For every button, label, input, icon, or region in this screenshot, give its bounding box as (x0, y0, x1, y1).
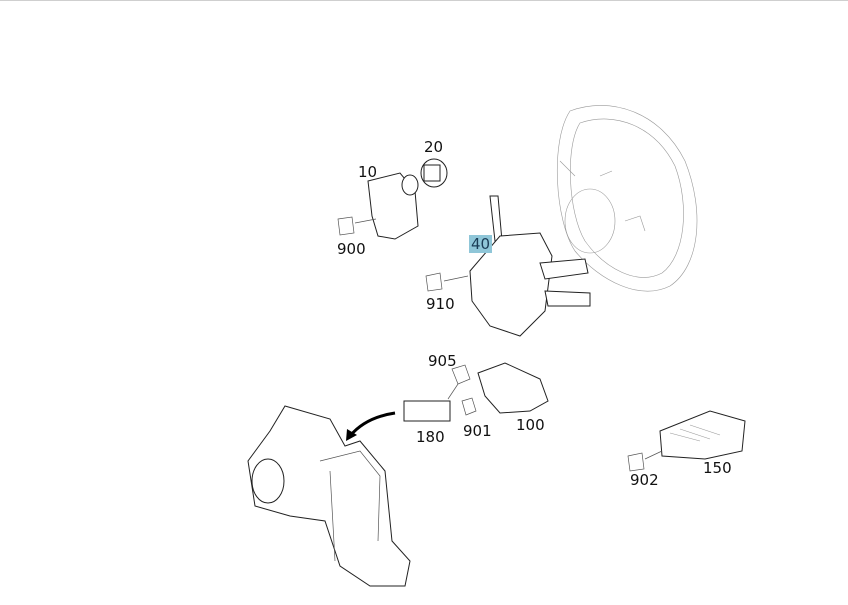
callout-10[interactable]: 10 (358, 163, 378, 181)
callout-40-highlighted[interactable]: 40 (469, 235, 493, 253)
callout-905[interactable]: 905 (428, 352, 457, 370)
part-20-drawing (420, 158, 448, 188)
part-150-drawing (627, 410, 746, 472)
bracket-assembly-drawing (247, 405, 411, 587)
steering-wheel-drawing (557, 105, 698, 292)
callout-100[interactable]: 100 (516, 416, 545, 434)
callout-900[interactable]: 900 (337, 240, 366, 258)
part-40-drawing (425, 195, 591, 337)
callout-180[interactable]: 180 (416, 428, 445, 446)
callout-910[interactable]: 910 (426, 295, 455, 313)
callout-150[interactable]: 150 (703, 459, 732, 477)
callout-20[interactable]: 20 (424, 138, 444, 156)
callout-901[interactable]: 901 (463, 422, 492, 440)
part-10-drawing (337, 172, 419, 240)
module-group-drawing (346, 362, 549, 441)
callout-902[interactable]: 902 (630, 471, 659, 489)
